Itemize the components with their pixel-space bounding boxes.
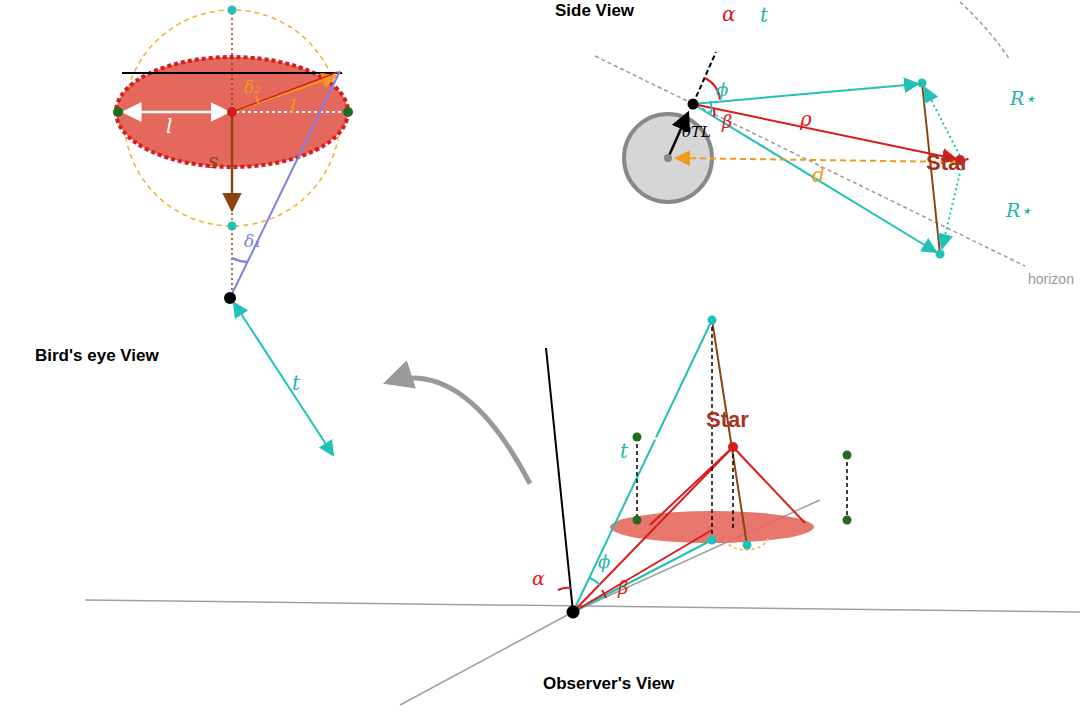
distance-label: ρ — [800, 108, 812, 130]
birds-eye-circle-outline — [5, 75, 415, 485]
angle-label: β — [722, 112, 732, 132]
angle-label: α — [722, 3, 736, 25]
angle-label: δ₂ — [244, 78, 261, 97]
observer-ground: Observer's View — [80, 483, 1083, 707]
star-label: Star — [706, 408, 749, 432]
view-label: Side View — [555, 2, 634, 21]
length-label: l — [290, 96, 296, 117]
birds-eye-circle: Bird's eye View — [5, 75, 415, 485]
star-disk: Star — [618, 318, 846, 546]
star-disk: Star — [882, 63, 1082, 263]
horizon-label: horizon — [1028, 272, 1074, 287]
observer-ground-outline — [80, 483, 1083, 707]
view-arrow — [388, 378, 530, 484]
length-label: l — [166, 115, 172, 137]
angle-label: δ₁ — [244, 232, 261, 251]
view-label: Bird's eye View — [35, 347, 159, 366]
star-disk-outline — [882, 63, 1082, 263]
distance-label: t — [760, 4, 768, 26]
radius-label: R⋆ — [1006, 200, 1032, 221]
radius-label: R⋆ — [1010, 88, 1036, 109]
view-label: Observer's View — [543, 675, 674, 694]
star-label: Star — [926, 151, 969, 175]
angle-label: ϕ — [716, 80, 728, 100]
angle-label: α — [532, 568, 545, 589]
length-label: s — [208, 150, 218, 172]
angle-label: ϕ — [598, 552, 610, 572]
angle-label: β — [618, 578, 628, 598]
distance-label: t — [620, 440, 628, 462]
distance-label: t — [292, 372, 300, 394]
distance-label: d — [812, 164, 825, 186]
angle-label: θTL — [682, 124, 711, 141]
